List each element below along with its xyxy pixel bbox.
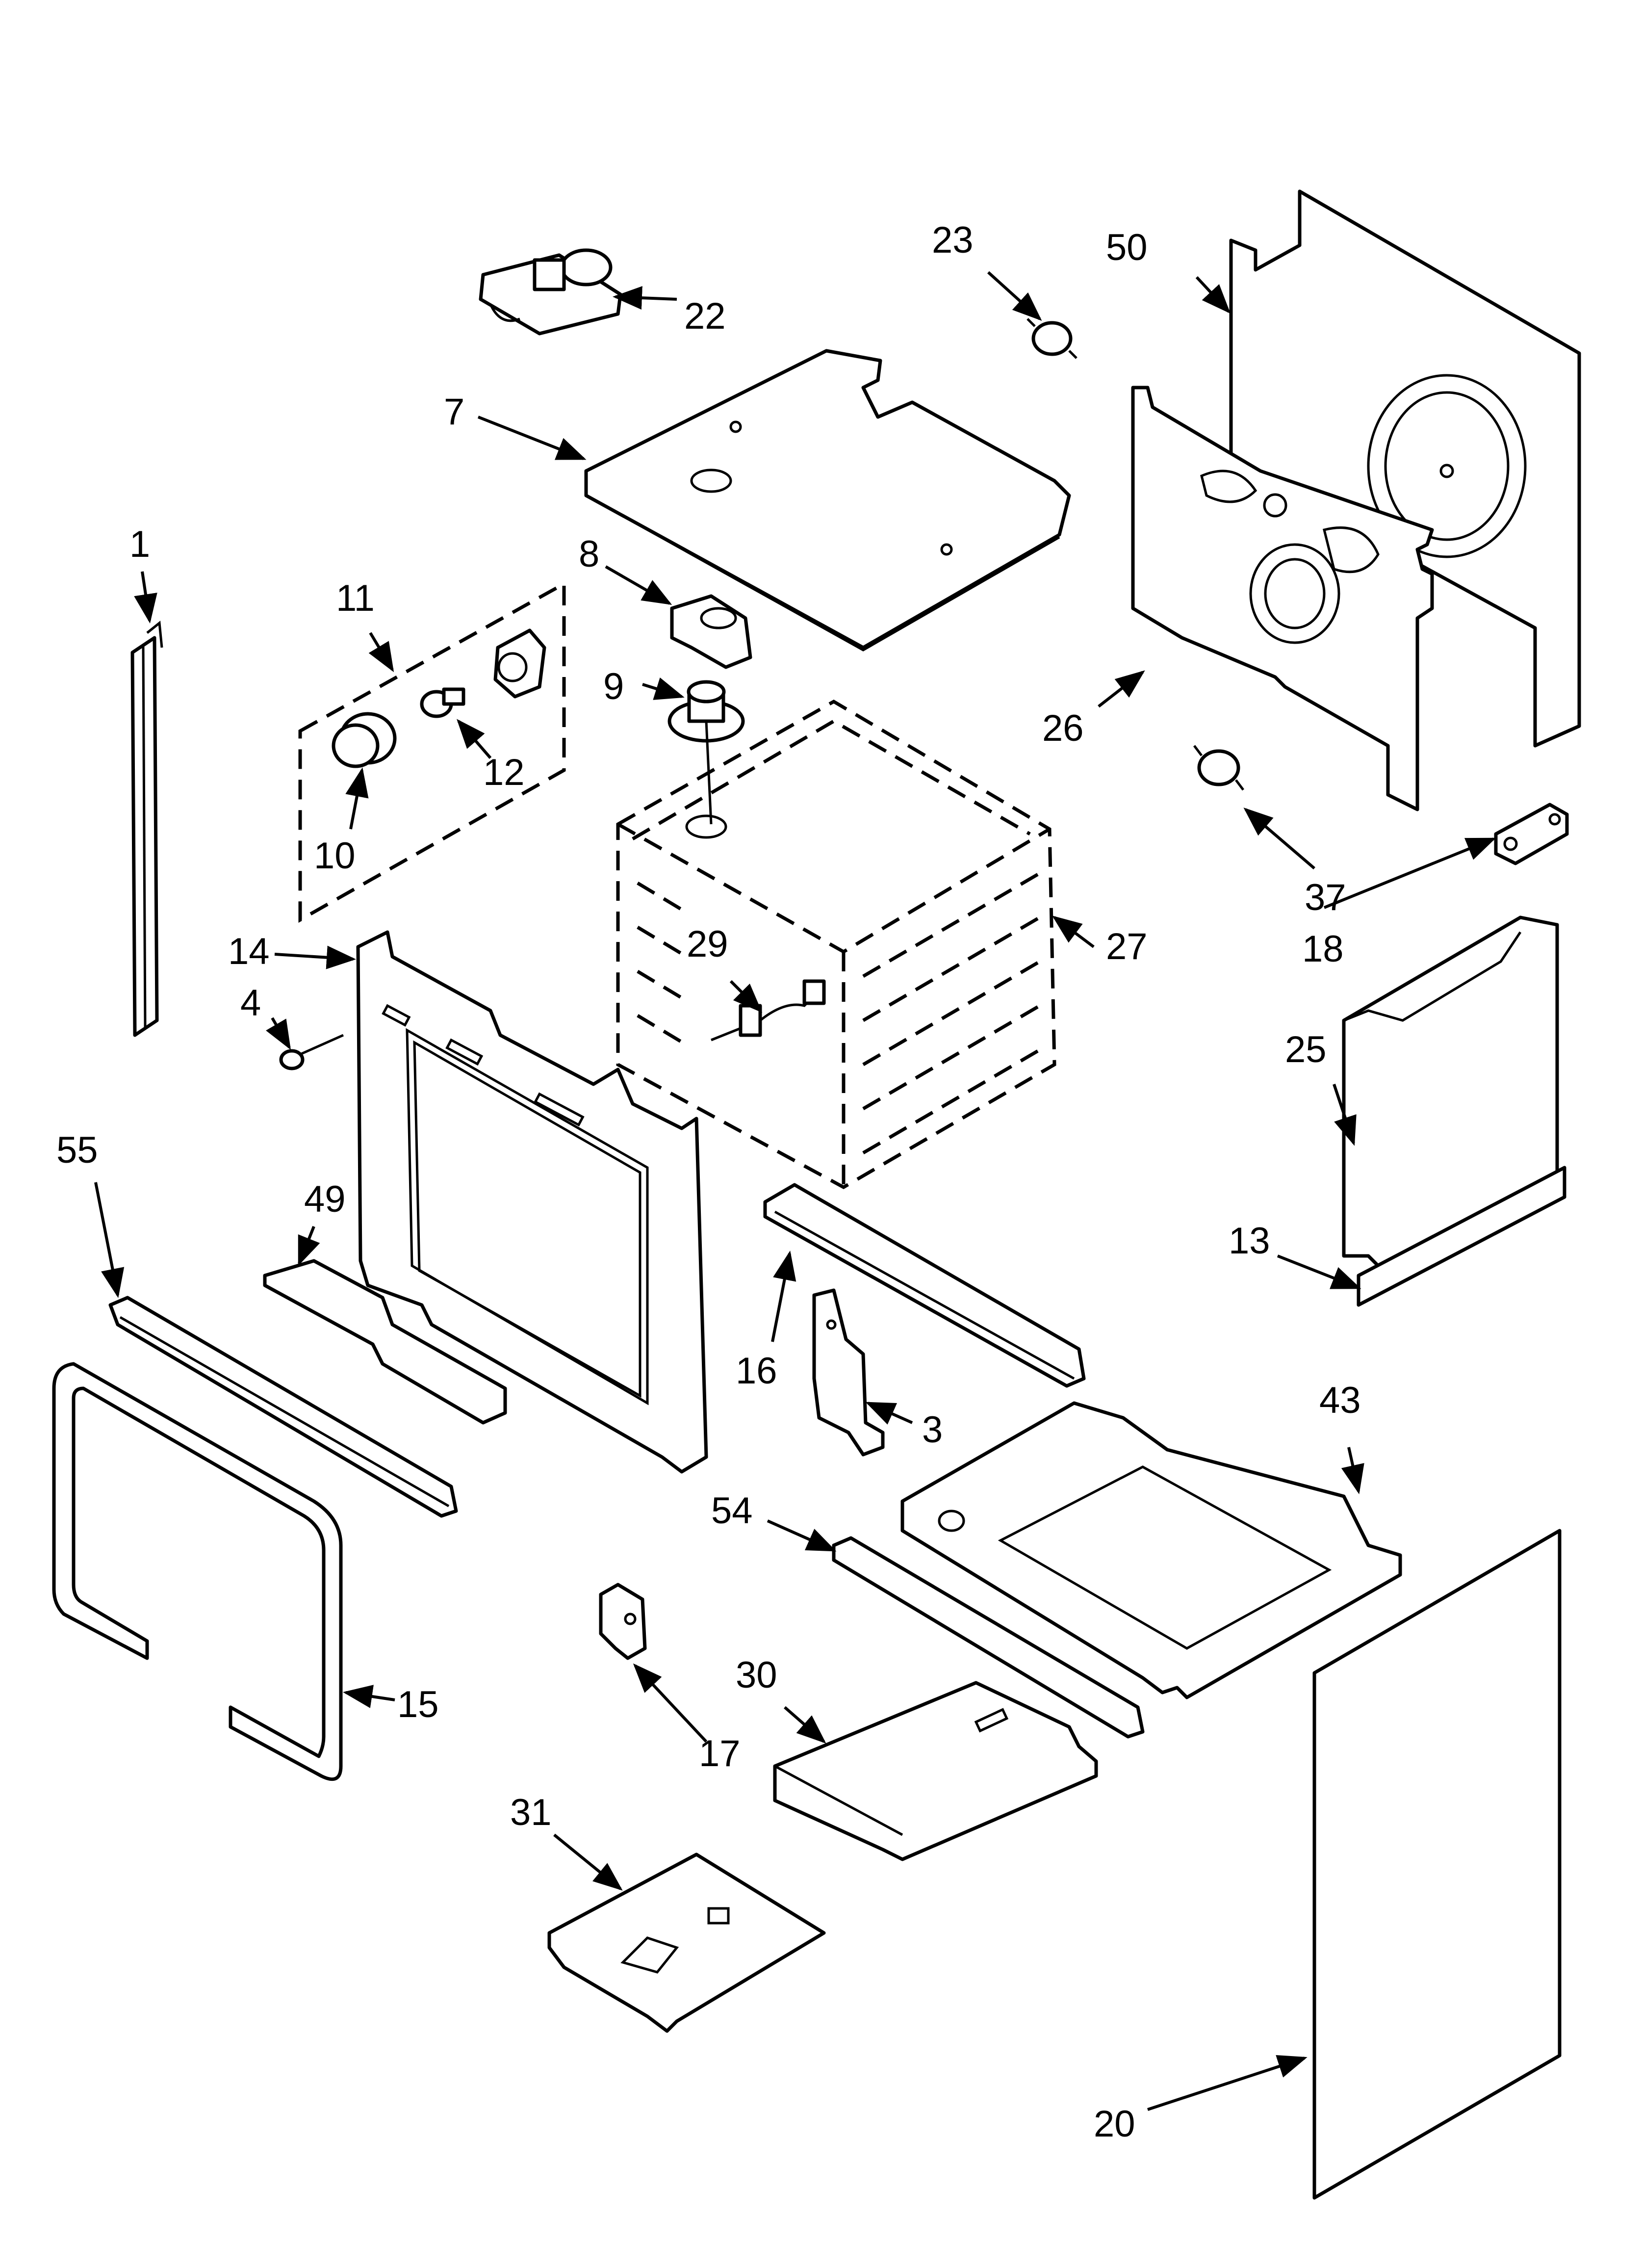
callout-labels: 1 3 4 7 8 9 10 11 12 13 14 15 16 17 18 2… [56, 219, 1361, 2145]
part-20-side-panel [1312, 1529, 1562, 2200]
callout-8: 8 [579, 533, 599, 575]
callout-23: 23 [932, 219, 974, 261]
part-3-plate [812, 1288, 885, 1457]
callout-49: 49 [304, 1178, 346, 1220]
part-31-bottom-plate [547, 1852, 826, 2033]
callout-50: 50 [1106, 227, 1148, 268]
part-11-socket [493, 628, 546, 699]
part-7-top-panel [584, 349, 1071, 652]
callout-26: 26 [1042, 707, 1084, 749]
callout-31: 31 [510, 1792, 552, 1833]
callout-9: 9 [603, 666, 624, 707]
part-55-rail [108, 1296, 458, 1518]
part-9-fan-motor [667, 680, 745, 825]
part-37-thermostat [1193, 745, 1244, 791]
leader-lines [94, 271, 1496, 2111]
callout-37: 37 [1305, 877, 1346, 918]
callout-25: 25 [1285, 1029, 1327, 1070]
part-10-knob [332, 712, 397, 768]
callout-17: 17 [699, 1733, 741, 1774]
callout-16: 16 [736, 1350, 777, 1392]
callout-15: 15 [397, 1684, 439, 1725]
callout-27: 27 [1106, 926, 1148, 967]
part-11-group [298, 581, 566, 923]
callout-55: 55 [56, 1129, 98, 1171]
callout-1: 1 [129, 523, 150, 565]
part-4-screw [279, 1034, 344, 1070]
callout-7: 7 [444, 391, 464, 433]
part-18-bracket [1494, 803, 1569, 865]
callout-54: 54 [711, 1490, 753, 1532]
part-49-bracket [263, 1259, 507, 1425]
callout-14: 14 [228, 931, 270, 972]
part-23-thermostat [1026, 318, 1078, 359]
callout-30: 30 [736, 1654, 777, 1696]
part-8-bracket [670, 594, 752, 669]
callout-13: 13 [1229, 1220, 1270, 1262]
part-17-clip [599, 1583, 647, 1660]
part-43-base-tray [900, 1401, 1402, 1699]
callout-4: 4 [240, 982, 261, 1024]
part-30-tray [773, 1681, 1098, 1861]
callout-43: 43 [1319, 1380, 1361, 1421]
part-22-control-module [479, 248, 622, 336]
part-29-sensor [711, 979, 826, 1042]
part-50-rear-panel [1229, 189, 1581, 748]
part-12-plug [420, 687, 465, 718]
part-15-door-gasket [52, 1362, 343, 1781]
callout-29: 29 [687, 923, 728, 965]
part-1-side-trim [130, 621, 163, 1037]
callout-20: 20 [1094, 2103, 1135, 2145]
part-16-angle-bar [763, 1183, 1086, 1388]
part-27-oven-cavity [616, 699, 1056, 1190]
callout-3: 3 [922, 1409, 943, 1451]
part-54-rail [832, 1536, 1145, 1739]
callout-12: 12 [483, 752, 525, 793]
callout-22: 22 [684, 295, 726, 337]
callout-18: 18 [1302, 928, 1344, 970]
callout-11: 11 [336, 577, 375, 619]
callout-10: 10 [314, 835, 356, 877]
part-13-strip [1357, 1166, 1566, 1307]
part-14-front-frame [356, 930, 708, 1474]
part-26-cavity-back [1131, 386, 1434, 811]
